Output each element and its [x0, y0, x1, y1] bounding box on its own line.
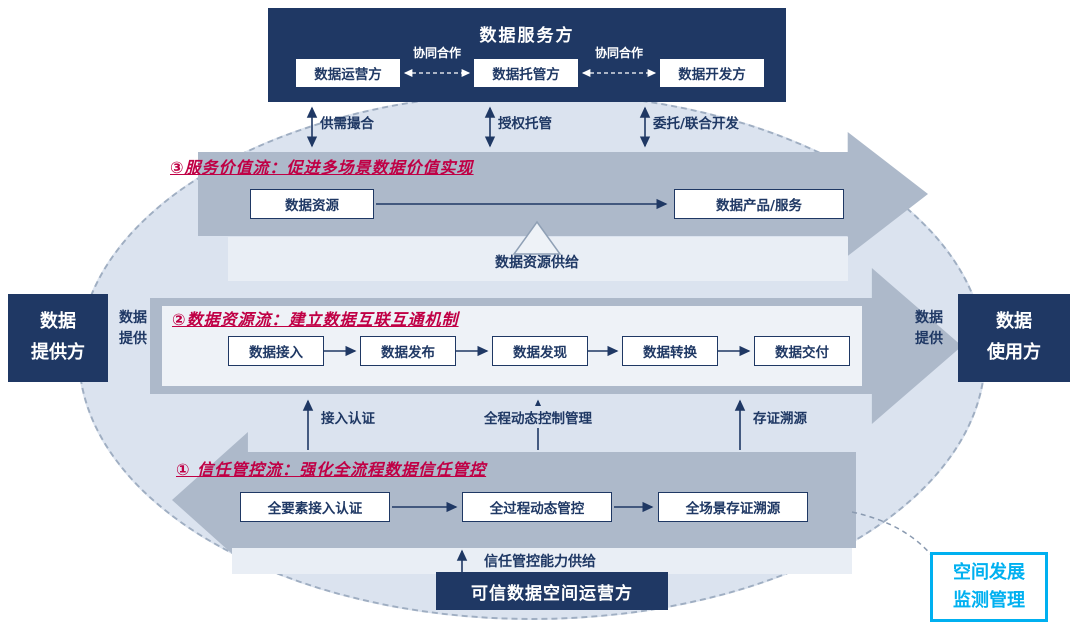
developer-party-box: 数据开发方: [660, 59, 764, 87]
provider-box: 数据 提供方: [8, 294, 108, 382]
collab-label-left: 协同合作: [412, 46, 461, 60]
left-edge-label-line2: 提供: [119, 331, 147, 347]
operator-box: 可信数据空间运营方: [436, 572, 668, 610]
resource-box-discovery: 数据发现: [492, 336, 588, 366]
left-edge-label: 数据 提供: [110, 308, 156, 350]
right-edge-label: 数据 提供: [906, 308, 952, 350]
collab-label-right: 协同合作: [594, 46, 643, 60]
resource-box-transform: 数据转换: [622, 336, 718, 366]
operator-party-box: 数据运营方: [296, 59, 400, 87]
collab-dashed-arrows: [403, 69, 657, 77]
resource-box-access: 数据接入: [228, 336, 324, 366]
trust-box-access-auth: 全要素接入认证: [240, 492, 390, 522]
consumer-box: 数据 使用方: [958, 294, 1070, 382]
custodian-party-box: 数据托管方: [474, 59, 578, 87]
service-panel: 数据服务方 数据运营方 数据托管方 数据开发方 协同合作 协同合作: [268, 8, 786, 102]
provider-box-line2: 提供方: [31, 342, 85, 363]
resource-box-delivery: 数据交付: [754, 336, 850, 366]
service-box-data-product: 数据产品/服务: [674, 189, 844, 219]
operator-box-label: 可信数据空间运营方: [471, 583, 633, 604]
consumer-box-line1: 数据: [996, 311, 1032, 333]
monitor-box-line2: 监测管理: [953, 590, 1025, 611]
right-edge-label-line1: 数据: [915, 310, 943, 326]
resource-flow-title: ②数据资源流：建立数据互联互通机制: [172, 310, 459, 329]
service-panel-title: 数据服务方: [479, 26, 575, 46]
capability-label-access: 接入认证: [318, 406, 378, 428]
left-edge-label-line1: 数据: [119, 310, 147, 326]
consumer-box-line2: 使用方: [987, 342, 1041, 363]
capability-label-trace: 存证溯源: [750, 406, 810, 428]
service-box-data-resource: 数据资源: [250, 189, 374, 219]
right-edge-label-line2: 提供: [915, 331, 943, 347]
provider-box-line1: 数据: [40, 311, 76, 333]
trust-flow-title: ① 信任管控流：强化全流程数据信任管控: [176, 460, 487, 479]
trust-box-dynamic-control: 全过程动态管控: [462, 492, 612, 522]
resource-supply-label: 数据资源供给: [495, 255, 579, 271]
capability-label-control: 全程动态控制管理: [481, 406, 595, 428]
monitor-box-line1: 空间发展: [953, 562, 1025, 584]
trust-supply-strip: [232, 548, 852, 574]
bridge-label-custody: 授权托管: [498, 116, 552, 132]
monitor-box: 空间发展 监测管理: [930, 552, 1048, 622]
service-flow-title: ③服务价值流：促进多场景数据价值实现: [170, 158, 474, 177]
trust-box-evidence-trace: 全场景存证溯源: [658, 492, 808, 522]
trust-supply-label: 信任管控能力供给: [484, 554, 596, 570]
bridge-label-matching: 供需撮合: [320, 116, 374, 132]
bridge-label-development: 委托/联合开发: [653, 116, 739, 132]
resource-box-publish: 数据发布: [360, 336, 456, 366]
